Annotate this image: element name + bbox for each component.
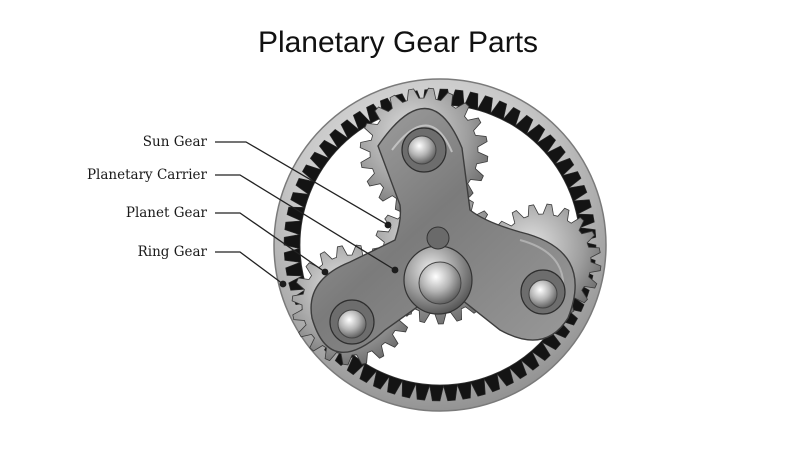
leader-dot [279,280,287,288]
label-ring-gear: Ring Gear [138,244,287,288]
planet-pin-top [401,127,447,173]
leader-dot [391,266,399,274]
leader-line [215,174,396,271]
label-planet-gear: Planet Gear [126,205,329,276]
gear-mechanism [273,78,607,412]
sun-shaft [403,226,473,315]
label-planetary-carrier: Planetary Carrier [87,167,399,274]
label-text: Planet Gear [126,205,208,221]
planet-pin-left [329,299,375,345]
page-title: Planetary Gear Parts [258,26,538,59]
leader-line [215,251,284,285]
leader-line [215,212,326,273]
leader-line [215,141,389,226]
label-text: Planetary Carrier [87,167,208,183]
leader-dot [384,221,392,229]
planet-pin-right [520,269,566,315]
label-text: Ring Gear [138,244,208,260]
leader-dot [321,268,329,276]
label-sun-gear: Sun Gear [143,134,392,229]
label-text: Sun Gear [143,134,208,150]
